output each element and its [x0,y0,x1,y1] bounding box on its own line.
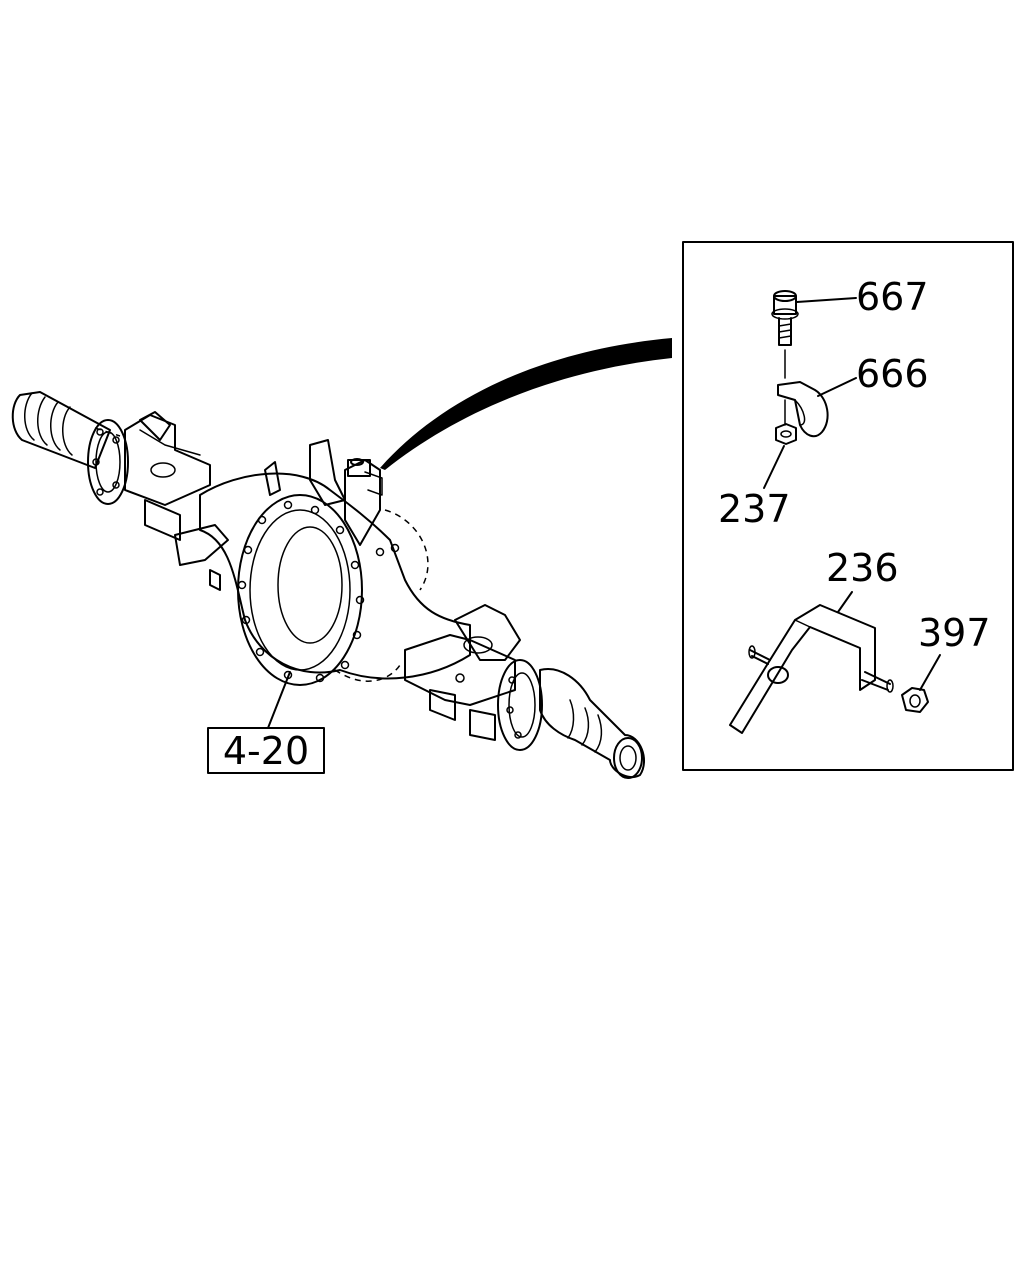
callout-237: 237 [718,487,791,531]
bracket-236 [729,591,894,734]
callout-666: 666 [856,352,929,396]
differential-housing [199,472,471,686]
left-axle-shaft [11,391,129,505]
leader-237 [763,445,785,489]
reference-box [207,727,325,774]
axle-housing [11,391,645,779]
right-axle-shaft [497,659,645,779]
callout-397: 397 [918,611,991,655]
leader-397 [919,654,941,691]
left-spring-seat [124,411,229,591]
callout-236: 236 [826,546,899,590]
leader-236 [837,591,853,613]
detail-inset-frame [682,241,1014,771]
flange-bolt-667 [771,290,857,379]
detail-pointer-arrow [380,338,672,470]
reference-box-label: 4-20 [223,729,309,773]
flange-nut-237 [763,399,797,489]
leader-667 [796,297,857,303]
leader-666 [817,377,857,397]
callout-667: 667 [856,275,929,319]
top-brackets [264,439,383,546]
right-spring-seat [404,604,521,741]
nut-397 [901,654,941,713]
ref-leader-line [267,671,291,729]
clip-666 [777,377,857,438]
